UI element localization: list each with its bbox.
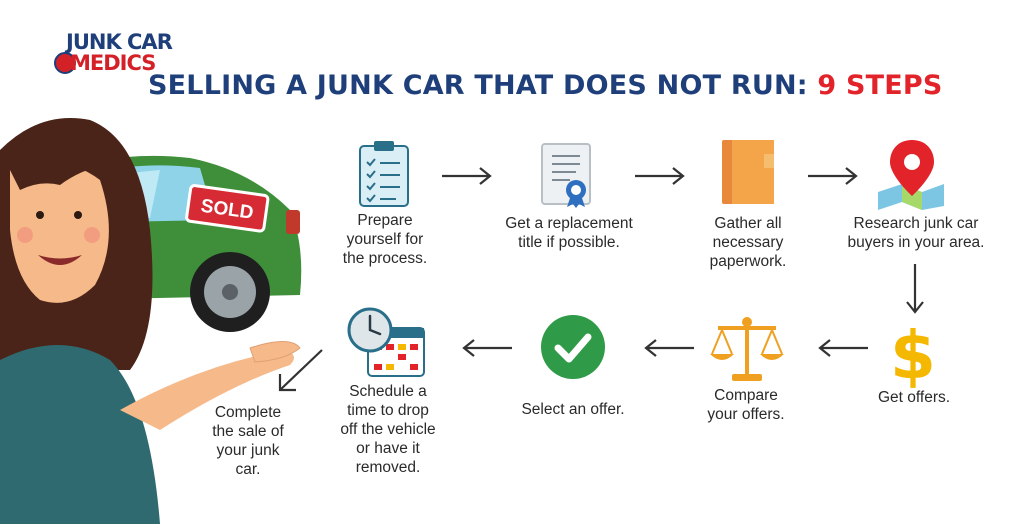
- arrow-right-1: [442, 167, 492, 185]
- checkmark-circle-icon: [541, 315, 605, 379]
- page-title: SELLING A JUNK CAR THAT DOES NOT RUN: 9 …: [148, 70, 948, 101]
- tire-badge-icon: [54, 52, 76, 74]
- certificate-document-icon: [541, 143, 591, 208]
- step-9-label: Complete the sale of your junk car.: [212, 404, 284, 478]
- woman-with-car-illustration: SOLD: [0, 118, 302, 524]
- step-5-label: Get offers.: [877, 389, 951, 406]
- step-2-label: Get a replacement title if possible.: [505, 215, 633, 251]
- arrow-down-left: [278, 349, 323, 392]
- dollar-sign-icon: $: [890, 317, 936, 388]
- arrow-down: [906, 264, 924, 314]
- step-1-label: Prepare yourself for the process.: [342, 212, 428, 267]
- title-accent: 9 STEPS: [817, 70, 943, 101]
- step-8-label: Schedule a time to drop off the vehicle …: [340, 383, 436, 476]
- logo-line-2: MEDICS: [70, 51, 156, 75]
- balance-scale-icon: [710, 317, 784, 381]
- arrow-left-2: [644, 339, 694, 357]
- logo-line-1: JUNK CAR: [66, 30, 173, 54]
- arrow-right-3: [808, 167, 858, 185]
- step-6-label: Compare your offers.: [707, 387, 785, 423]
- sold-sign: SOLD: [185, 184, 270, 233]
- logo: JUNK CAR MEDICS: [54, 32, 173, 78]
- step-3-label: Gather all necessary paperwork.: [709, 215, 787, 270]
- clock-calendar-icon: [347, 307, 425, 377]
- map-pin-icon: [878, 140, 944, 210]
- step-7-label: Select an offer.: [521, 401, 625, 418]
- folder-icon: [722, 140, 774, 204]
- svg-text:$: $: [890, 317, 936, 388]
- clipboard-checklist-icon: [359, 141, 409, 207]
- title-main: SELLING A JUNK CAR THAT DOES NOT RUN:: [148, 70, 808, 101]
- step-4-label: Research junk car buyers in your area.: [847, 215, 985, 251]
- arrow-left-3: [462, 339, 512, 357]
- arrow-left-1: [818, 339, 868, 357]
- arrow-right-2: [635, 167, 685, 185]
